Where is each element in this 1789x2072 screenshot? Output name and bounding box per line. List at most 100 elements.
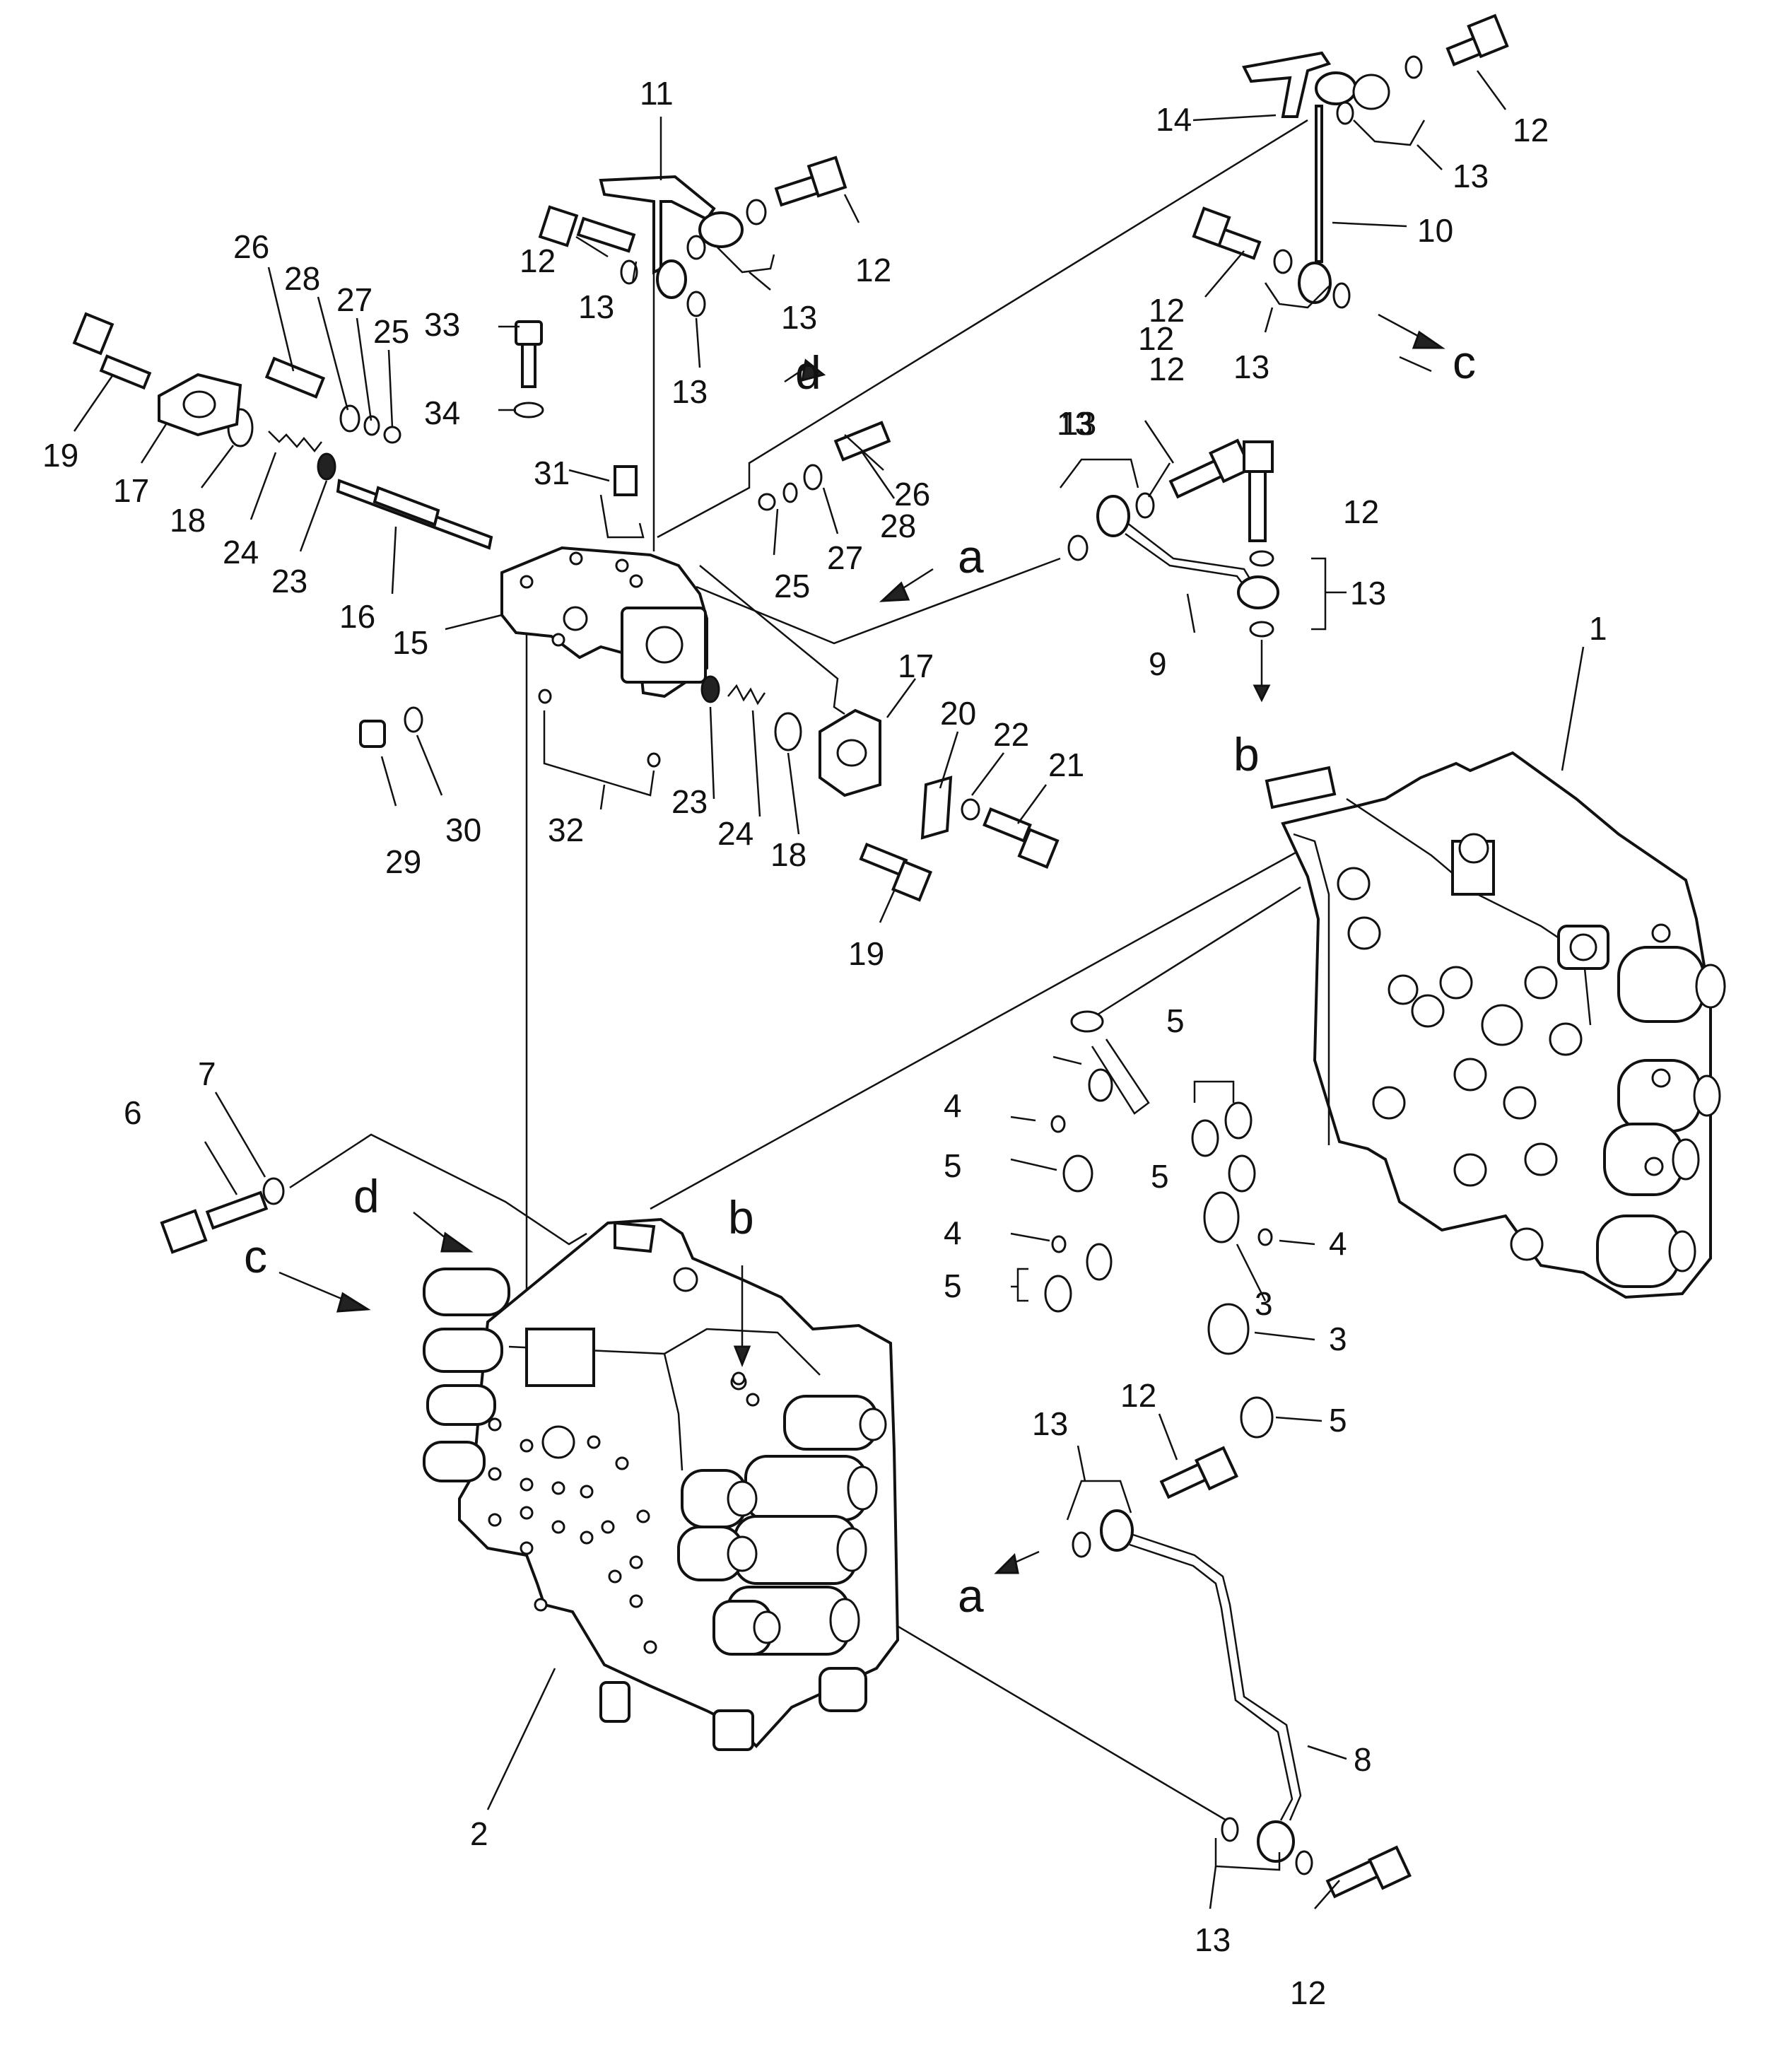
bolt-icon — [859, 842, 933, 902]
flow-label-d: d — [353, 1170, 380, 1222]
flow-labels: d c a b d c b a — [244, 336, 1476, 1622]
tube-9 — [1067, 438, 1279, 703]
bolt-icon — [774, 156, 847, 207]
callout-label: 18 — [170, 502, 206, 539]
pipe-8 — [1072, 1446, 1412, 1899]
callout-label: 29 — [385, 843, 421, 880]
callout-label: 12 — [1290, 1974, 1326, 2011]
callout-label: 5 — [944, 1147, 962, 1184]
callout-label: 13 — [1057, 405, 1093, 442]
callout-label: 3 — [1329, 1321, 1347, 1357]
callout-label: 13 — [1060, 405, 1096, 442]
bolt-icon — [1192, 206, 1262, 260]
callout-label: 4 — [944, 1214, 962, 1251]
callout-label: 27 — [827, 539, 863, 576]
callout-label: 3 — [1255, 1285, 1273, 1322]
callout-label: 18 — [770, 836, 806, 873]
bolt-icon — [1168, 438, 1253, 499]
callout-label: 21 — [1048, 747, 1084, 783]
callout-label: 33 — [424, 306, 460, 343]
callout-label: 17 — [898, 648, 934, 684]
callout-label: 23 — [271, 563, 307, 599]
control-valve-2 — [423, 1217, 900, 1751]
bolt-icon — [72, 312, 152, 390]
callout-label: 20 — [940, 695, 976, 732]
bolt-icon — [983, 807, 1060, 870]
bolt-icon — [538, 205, 636, 253]
callout-label: 1 — [1589, 610, 1607, 647]
flow-label-a: a — [958, 1569, 984, 1622]
callout-label: 28 — [284, 260, 320, 297]
callout-label: 10 — [1417, 212, 1453, 249]
callout-label: 25 — [774, 568, 810, 604]
seal-kit — [1016, 1010, 1274, 1439]
callout-label: 13 — [781, 299, 817, 336]
callout-leaders — [73, 70, 1585, 1909]
callout-label: 12 — [1149, 351, 1185, 387]
callout-label: 5 — [944, 1268, 962, 1304]
callout-label: 17 — [113, 472, 149, 509]
callout-label: 4 — [944, 1087, 962, 1124]
callout-label: 2 — [470, 1815, 488, 1852]
callout-label: 26 — [894, 476, 930, 513]
callout-label: 22 — [993, 716, 1029, 753]
callout-label: 5 — [1151, 1158, 1169, 1195]
bolt-icon — [1243, 440, 1274, 542]
callout-label: 12 — [520, 242, 556, 279]
callout-label: 4 — [1329, 1225, 1347, 1262]
callout-label: 5 — [1166, 1002, 1185, 1039]
callout-label: 13 — [671, 373, 708, 410]
callout-label: 13 — [1350, 575, 1386, 611]
callout-label: 8 — [1354, 1741, 1372, 1778]
flow-label-a: a — [958, 530, 984, 583]
callout-label: 13 — [578, 288, 614, 325]
callout-label: 13 — [1453, 158, 1489, 194]
bolt-icon — [1445, 13, 1509, 66]
bracket-11 — [538, 156, 847, 317]
callout-label: 11 — [640, 75, 674, 112]
callout-label: 13 — [1195, 1921, 1231, 1958]
callout-label: 16 — [339, 598, 375, 635]
callout-label: 24 — [223, 534, 259, 570]
flow-label-b: b — [728, 1191, 754, 1243]
callout-label: 25 — [373, 313, 409, 350]
callout-label: 7 — [198, 1055, 216, 1092]
callout-label: 27 — [336, 281, 373, 318]
callout-label: 14 — [1156, 101, 1192, 138]
callout-label: 26 — [233, 228, 269, 265]
callout-label: 12 — [1343, 493, 1379, 530]
callout-label: 28 — [880, 508, 916, 544]
callout-label: 34 — [424, 394, 460, 431]
callout-label: 31 — [534, 455, 570, 491]
callout-label: 6 — [124, 1094, 142, 1131]
assembly-lines — [289, 119, 1308, 1822]
bolt-6 — [160, 1177, 285, 1254]
callout-label: 19 — [848, 935, 884, 972]
callout-label: 23 — [671, 783, 708, 820]
callout-label: 13 — [1032, 1405, 1068, 1442]
callout-label: 13 — [1233, 349, 1269, 385]
flow-label-b: b — [1233, 728, 1260, 780]
callout-label: 9 — [1149, 645, 1167, 682]
bracket-14 — [1192, 13, 1509, 309]
flow-label-c: c — [1453, 336, 1476, 388]
bolt-icon — [1325, 1845, 1412, 1899]
callout-label: 5 — [1329, 1402, 1347, 1439]
flow-label-d: d — [795, 346, 821, 399]
callout-label: 30 — [445, 812, 481, 848]
flow-label-c: c — [244, 1230, 267, 1282]
callout-label: 32 — [548, 812, 584, 848]
callout-label: 12 — [1149, 292, 1185, 329]
manifold-15 — [72, 312, 1060, 902]
bolt-icon — [1159, 1446, 1238, 1499]
callout-label: 12 — [1138, 320, 1174, 357]
callout-label: 12 — [1120, 1377, 1156, 1414]
callout-label: 12 — [1513, 112, 1549, 148]
callout-label: 12 — [855, 252, 891, 288]
callout-label: 19 — [42, 437, 78, 474]
callout-labels: 11 14 12 13 10 12 13 26 28 27 25 33 12 1… — [42, 75, 1607, 2011]
callout-label: 15 — [392, 624, 428, 661]
control-valve-1 — [1265, 751, 1726, 1299]
callout-label: 24 — [717, 815, 753, 852]
